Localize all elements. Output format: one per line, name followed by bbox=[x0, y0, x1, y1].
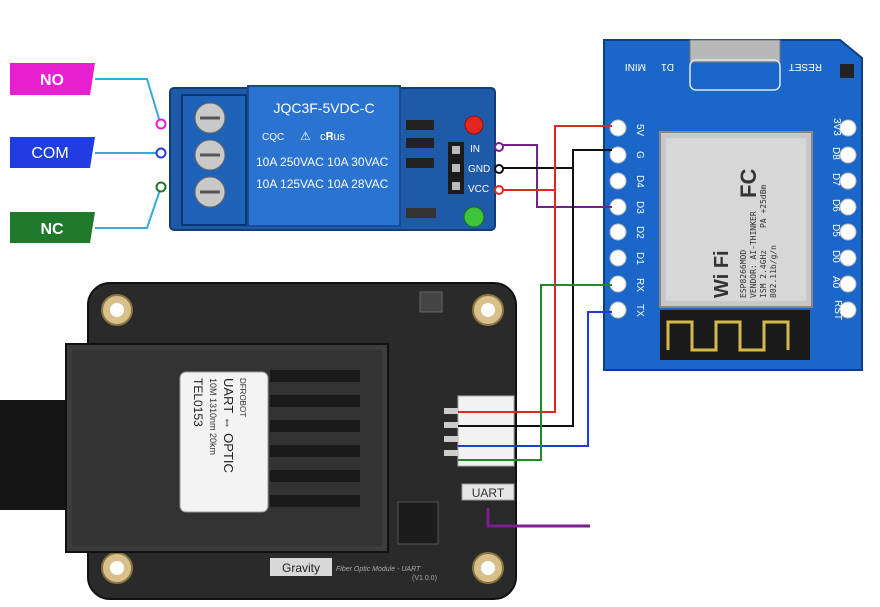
sticker-brand: DFROBOT bbox=[238, 378, 247, 417]
label-no-tag bbox=[10, 63, 95, 95]
relay-body bbox=[247, 85, 401, 227]
svg-text:c𝐑us: c𝐑us bbox=[320, 131, 346, 143]
antenna bbox=[660, 310, 810, 360]
wire-in-d3 bbox=[496, 144, 612, 208]
wire-optic-rx bbox=[458, 284, 612, 461]
svg-text:TX: TX bbox=[634, 304, 645, 317]
screw-3 bbox=[194, 176, 226, 208]
label-com-tag bbox=[10, 137, 95, 168]
svg-text:802.11b/g/n: 802.11b/g/n bbox=[769, 245, 778, 298]
version-text: (V1.0.0) bbox=[412, 575, 437, 582]
label-no: NO bbox=[40, 72, 64, 89]
sticker-part: TEL0153 bbox=[191, 378, 205, 427]
fiber-optic-module: DFROBOT UART ⇔ OPTIC 10M 1310nm 20km TEL… bbox=[0, 282, 517, 600]
uart-connector bbox=[457, 395, 515, 467]
mini-label: MINI bbox=[625, 61, 646, 72]
svg-text:D3: D3 bbox=[634, 201, 645, 214]
right-pin-header: 3V3 D8 D7 D6 D5 D0 A0 RST bbox=[830, 118, 857, 320]
product-sticker bbox=[179, 371, 269, 513]
relay-pin-gnd: GND bbox=[468, 164, 490, 175]
label-nc-tag bbox=[10, 212, 95, 243]
terminal-nc-dot bbox=[155, 181, 167, 193]
relay-pin-in: IN bbox=[470, 144, 480, 155]
svg-text:CQC: CQC bbox=[262, 132, 284, 143]
svg-text:D5: D5 bbox=[830, 224, 841, 237]
svg-text:3V3: 3V3 bbox=[831, 118, 842, 136]
led-red bbox=[464, 115, 484, 135]
output-labels: NO COM NC bbox=[10, 63, 167, 243]
svg-text:D0: D0 bbox=[830, 250, 841, 263]
svg-text:G: G bbox=[634, 151, 645, 159]
usb-port bbox=[689, 39, 781, 63]
relay-module: JQC3F-5VDC-C CQC ⚠ c𝐑us 10A 250VAC 10A 3… bbox=[169, 85, 496, 231]
wire-purple-lead bbox=[486, 508, 590, 528]
svg-text:ISM 2.4GHz: ISM 2.4GHz bbox=[759, 250, 768, 298]
svg-text:PA +25dBm: PA +25dBm bbox=[759, 184, 768, 228]
relay-pin-vcc: VCC bbox=[468, 184, 489, 195]
wire-optic-vcc bbox=[458, 126, 556, 413]
svg-text:D4: D4 bbox=[634, 175, 645, 188]
footer-text: Fiber Optic Module - UART bbox=[336, 566, 421, 573]
d1-label: D1 bbox=[661, 61, 674, 72]
screw-2 bbox=[194, 139, 226, 171]
wire-optic-tx bbox=[458, 311, 612, 447]
svg-text:ESP8266MOD: ESP8266MOD bbox=[739, 250, 748, 298]
svg-text:⚠: ⚠ bbox=[300, 129, 311, 143]
terminal-com-dot bbox=[155, 147, 167, 159]
svg-text:VENDOR: AI-THINKER: VENDOR: AI-THINKER bbox=[749, 211, 758, 298]
relay-rating-1: 10A 250VAC 10A 30VAC bbox=[256, 155, 389, 169]
d1-mini-board: MINI D1 RESET Wi Fi ESP8266MOD VENDOR: A… bbox=[603, 39, 863, 371]
line-no bbox=[95, 78, 161, 123]
svg-text:D7: D7 bbox=[830, 173, 841, 186]
label-com: COM bbox=[31, 145, 68, 162]
relay-model: JQC3F-5VDC-C bbox=[273, 100, 374, 116]
led-green bbox=[463, 206, 485, 228]
ic-chip bbox=[397, 501, 439, 545]
svg-text:RST: RST bbox=[832, 300, 843, 320]
sticker-spec: 10M 1310nm 20km bbox=[208, 378, 218, 455]
svg-text:D2: D2 bbox=[634, 226, 645, 239]
reset-button bbox=[840, 64, 854, 78]
sticker-title: UART ⇔ OPTIC bbox=[221, 378, 236, 473]
svg-text:5V: 5V bbox=[634, 124, 645, 137]
reset-label: RESET bbox=[789, 61, 822, 72]
svg-text:A0: A0 bbox=[830, 276, 841, 289]
uart-label-box bbox=[461, 483, 515, 501]
gravity-badge bbox=[270, 558, 332, 576]
svg-text:RX: RX bbox=[634, 278, 645, 292]
fcc-mark: FC bbox=[736, 169, 761, 198]
label-nc: NC bbox=[40, 221, 64, 238]
wire-optic-gnd bbox=[458, 150, 574, 427]
screw-1 bbox=[194, 102, 226, 134]
uart-label: UART bbox=[472, 486, 505, 500]
svg-text:D8: D8 bbox=[830, 147, 841, 160]
wires bbox=[458, 125, 612, 528]
line-nc bbox=[95, 189, 161, 229]
terminal-no-dot bbox=[155, 118, 167, 130]
svg-text:D1: D1 bbox=[634, 252, 645, 265]
svg-text:D6: D6 bbox=[830, 199, 841, 212]
svg-text:Gravity: Gravity bbox=[282, 561, 320, 575]
wifi-logo: Wi Fi bbox=[711, 250, 733, 298]
fiber-cable bbox=[0, 400, 72, 510]
relay-rating-2: 10A 125VAC 10A 28VAC bbox=[256, 177, 389, 191]
